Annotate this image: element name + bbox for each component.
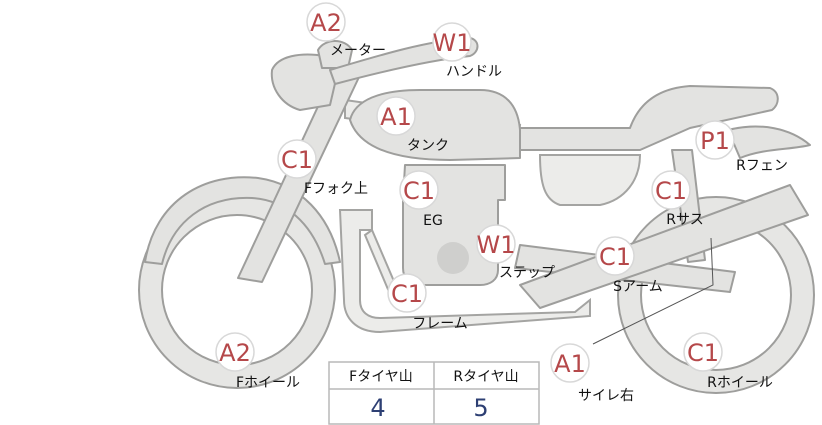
grade-code: C1 bbox=[391, 280, 423, 308]
grade-code: A1 bbox=[554, 350, 586, 378]
grade-circle bbox=[476, 224, 516, 264]
marker-frame: C1 フレーム bbox=[387, 273, 468, 332]
grade-circle bbox=[277, 139, 317, 179]
part-label: フレーム bbox=[412, 316, 468, 332]
part-label: Fホイール bbox=[236, 375, 300, 391]
grade-circle bbox=[683, 332, 723, 372]
side-cover bbox=[538, 154, 642, 206]
grade-code: C1 bbox=[599, 243, 631, 271]
grade-code: A2 bbox=[219, 339, 251, 367]
marker-step: W1 ステップ bbox=[476, 224, 555, 281]
part-label: Rホイール bbox=[707, 375, 773, 391]
part-label: タンク bbox=[407, 138, 449, 154]
grade-code: P1 bbox=[700, 127, 730, 155]
part-label: Rサス bbox=[666, 212, 703, 228]
silencer bbox=[519, 184, 809, 309]
part-label: Rフェン bbox=[736, 158, 788, 174]
grade-circle bbox=[387, 273, 427, 313]
part-label: Sアーム bbox=[613, 279, 663, 295]
grade-circle bbox=[695, 120, 735, 160]
silencer-leader-line bbox=[592, 237, 714, 345]
part-label: サイレ右 bbox=[578, 388, 634, 404]
part-label: EG bbox=[423, 213, 443, 229]
grade-circle bbox=[595, 236, 635, 276]
grade-circle bbox=[399, 170, 439, 210]
frame-tubes bbox=[338, 209, 591, 334]
tire-tread-table: Fタイヤ山 Rタイヤ山 4 5 bbox=[328, 361, 540, 425]
marker-silencer-right: A1 サイレ右 bbox=[550, 343, 634, 404]
grade-code: A1 bbox=[380, 103, 412, 131]
grade-circle bbox=[306, 2, 346, 42]
grade-circle bbox=[215, 332, 255, 372]
rear-tire-tread-value: 5 bbox=[473, 394, 488, 422]
part-label: メーター bbox=[330, 43, 386, 59]
engine-cover bbox=[437, 242, 469, 274]
rear-fender bbox=[727, 125, 811, 159]
grade-code: C1 bbox=[687, 339, 719, 367]
marker-handle: W1 ハンドル bbox=[432, 22, 502, 80]
seat bbox=[509, 85, 779, 151]
front-tire-tread-value: 4 bbox=[370, 394, 385, 422]
front-tire-tread-header: Fタイヤ山 bbox=[349, 369, 413, 385]
grade-code: C1 bbox=[281, 146, 313, 174]
marker-tank: A1 タンク bbox=[376, 96, 449, 154]
grade-code: W1 bbox=[433, 29, 472, 57]
part-label: ハンドル bbox=[446, 64, 502, 80]
grade-code: W1 bbox=[477, 231, 516, 259]
grade-code: A2 bbox=[310, 9, 342, 37]
marker-meter: A2 メーター bbox=[306, 2, 386, 59]
grade-circle bbox=[550, 343, 590, 383]
grade-circle bbox=[432, 22, 472, 62]
part-label: Fフォク上 bbox=[304, 181, 368, 197]
grade-circle bbox=[376, 96, 416, 136]
rear-tire-tread-header: Rタイヤ山 bbox=[453, 369, 518, 385]
part-label: ステップ bbox=[499, 265, 555, 281]
grade-code: C1 bbox=[655, 177, 687, 205]
grade-code: C1 bbox=[403, 177, 435, 205]
grade-circle bbox=[651, 170, 691, 210]
